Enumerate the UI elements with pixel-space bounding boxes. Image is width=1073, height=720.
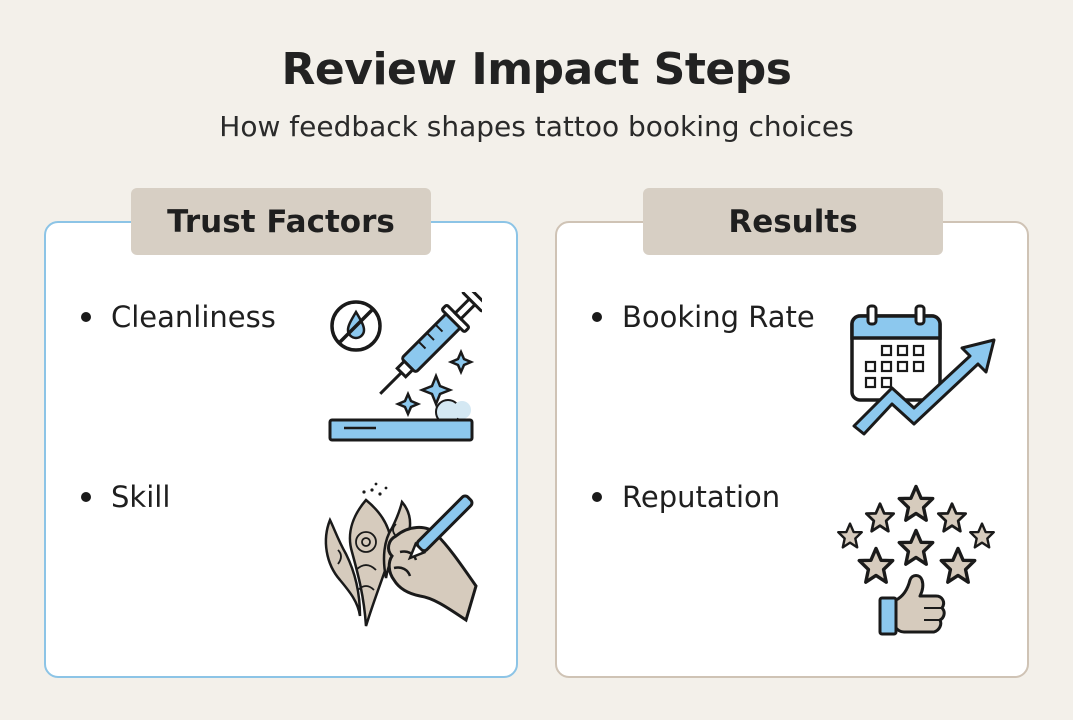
list-item-booking-rate: Booking Rate bbox=[592, 300, 815, 334]
hand-drawing-tattoo-icon bbox=[324, 482, 478, 627]
bullet bbox=[592, 312, 602, 322]
page-subtitle: How feedback shapes tattoo booking choic… bbox=[219, 110, 854, 143]
list-item-cleanliness: Cleanliness bbox=[81, 300, 276, 334]
page-title: Review Impact Steps bbox=[281, 44, 792, 95]
item-label: Skill bbox=[111, 480, 171, 514]
syringe-sparkle-icon bbox=[328, 292, 482, 442]
results-heading: Results bbox=[643, 188, 943, 255]
bullet bbox=[81, 492, 91, 502]
item-label: Cleanliness bbox=[111, 300, 276, 334]
stars-thumbs-up-icon bbox=[837, 484, 995, 636]
list-item-reputation: Reputation bbox=[592, 480, 780, 514]
trust-factors-heading: Trust Factors bbox=[131, 188, 431, 255]
bullet bbox=[81, 312, 91, 322]
bullet bbox=[592, 492, 602, 502]
list-item-skill: Skill bbox=[81, 480, 170, 514]
item-label: Booking Rate bbox=[622, 300, 815, 334]
results-panel bbox=[555, 221, 1029, 678]
calendar-growth-icon bbox=[850, 304, 996, 436]
item-label: Reputation bbox=[622, 480, 781, 514]
